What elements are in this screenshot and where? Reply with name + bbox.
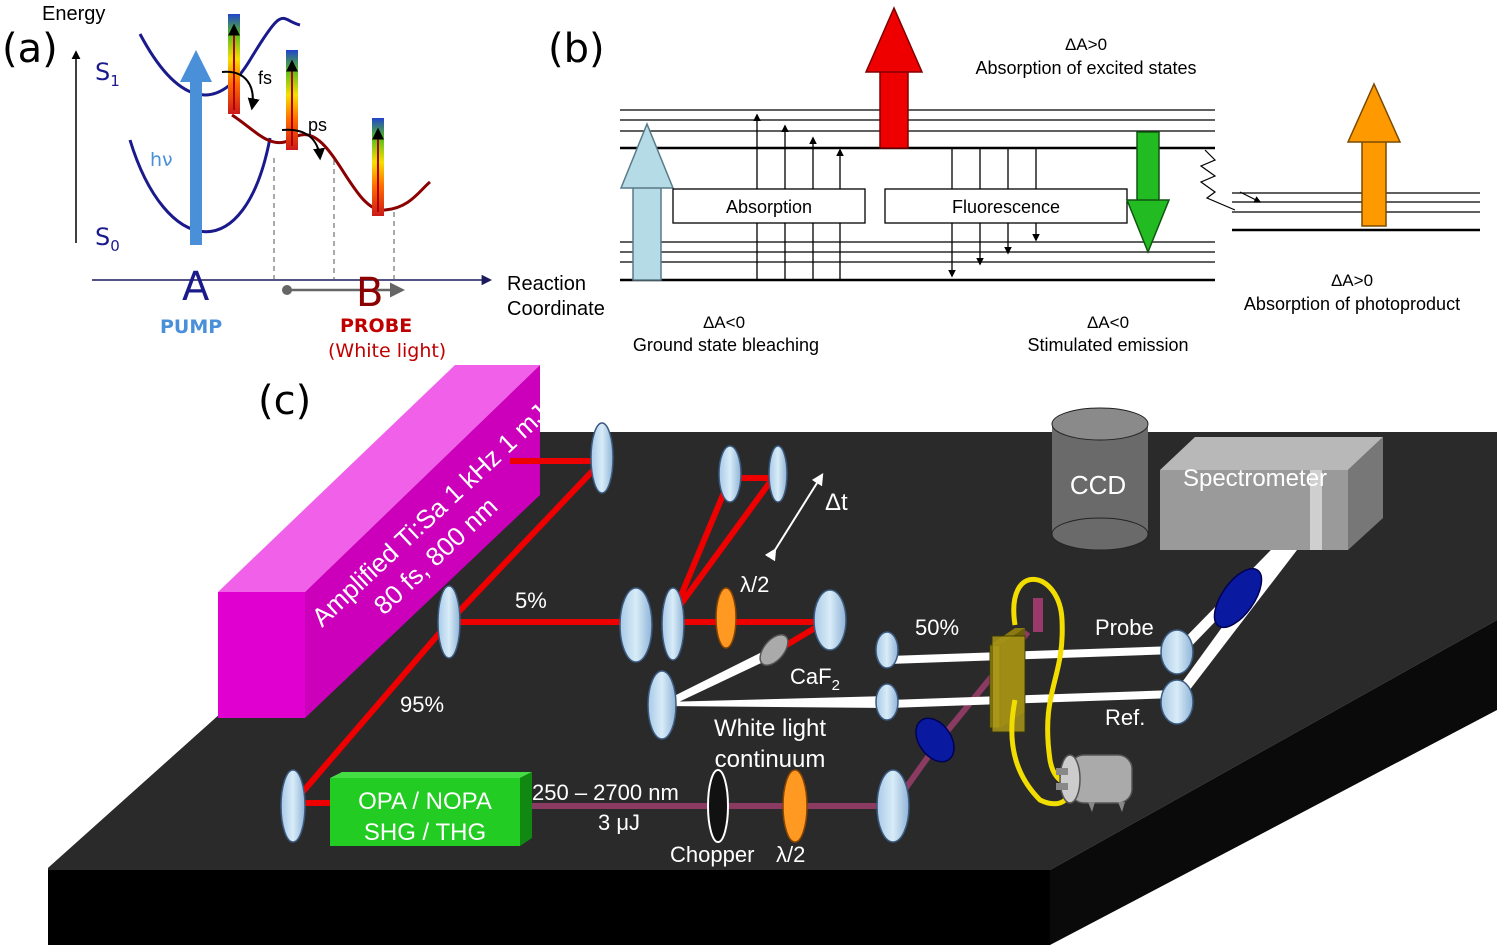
bleaching-arrow — [632, 185, 662, 281]
photoproduct-arrow — [1361, 139, 1387, 227]
gsb-text-label: Ground state bleaching — [633, 335, 819, 355]
s1-label: S1 — [95, 58, 120, 90]
focusing-lens-2 — [1213, 567, 1263, 629]
white-light-label-1: White light — [714, 715, 826, 742]
panel-b: (b) — [548, 6, 1480, 355]
pump-arrow — [190, 80, 202, 245]
optical-table-side — [1050, 620, 1497, 945]
half-wave-1-label: λ/2 — [740, 572, 769, 597]
chopper — [707, 769, 729, 843]
mirror-1 — [590, 422, 614, 494]
mirror-12 — [876, 769, 910, 843]
pump-beams-red — [297, 458, 827, 806]
fluorescence-box-label: Fluorescence — [952, 197, 1060, 217]
fluorescence-box — [884, 188, 1128, 224]
product-curve — [231, 113, 431, 212]
delay-arrow — [764, 472, 824, 562]
focusing-lens-1 — [915, 717, 955, 763]
excited-da-label: ΔA>0 — [1065, 35, 1107, 54]
laser-box-front — [218, 592, 305, 718]
panel-a: (a) Energy fs ps S1 S0 hν A B Rea — [2, 3, 605, 362]
excited-levels — [620, 109, 1215, 150]
opa-label-2: SHG / THG — [364, 819, 486, 846]
mirror-9 — [875, 631, 899, 669]
sample-cell — [991, 635, 1026, 733]
reaction-coordinate-label-1: Reaction — [507, 273, 586, 295]
white-light-label-2: continuum — [715, 746, 826, 773]
spectrometer-label: Spectrometer — [1183, 465, 1327, 492]
mirror-11 — [280, 769, 306, 843]
ground-levels — [620, 241, 1215, 282]
gsb-da-label: ΔA<0 — [703, 313, 745, 332]
mirrors — [280, 422, 1194, 843]
hv-label: hν — [150, 149, 173, 171]
fs-label: fs — [258, 68, 272, 88]
ps-arrow — [281, 128, 326, 161]
energy-axis-label: Energy — [42, 3, 105, 25]
caf2-label: CaF2 — [790, 664, 840, 694]
laser-box-top — [218, 365, 540, 592]
mirror-6 — [661, 587, 685, 661]
opa-label-1: OPA / NOPA — [358, 788, 492, 815]
excited-text-label: Absorption of excited states — [975, 58, 1196, 78]
probe-label: PROBE — [340, 315, 412, 337]
reaction-coordinate-label-2: Coordinate — [507, 298, 605, 320]
mirror-3 — [768, 445, 788, 503]
mirror-4 — [437, 585, 461, 659]
fs-arrow — [221, 70, 260, 111]
panel-c-label: (c) — [258, 378, 311, 424]
laser-box-side — [305, 365, 540, 718]
mirror-7 — [813, 589, 847, 651]
half-wave-2-label: λ/2 — [776, 842, 805, 867]
panel-c: (c) Amplified Ti:Sa 1 kHz 1 mJ 80 fs, 80… — [48, 365, 1497, 945]
mirror-5 — [619, 587, 653, 663]
half-wave-plate-2 — [782, 769, 808, 843]
ccd-camera — [1052, 424, 1148, 534]
panel-a-label: (a) — [2, 26, 58, 72]
mirror-ref — [1160, 679, 1194, 725]
photoproduct-levels — [1232, 192, 1480, 232]
pump-arrow-head — [180, 50, 212, 82]
ccd-label: CCD — [1070, 470, 1126, 500]
caf2-crystal — [759, 634, 789, 666]
se-text-label: Stimulated emission — [1027, 335, 1188, 355]
photo-da-label: ΔA>0 — [1331, 271, 1373, 290]
split-50-label: 50% — [915, 615, 959, 640]
s0-curve — [128, 137, 272, 234]
point-b-label: B — [356, 270, 383, 316]
mirror-2 — [718, 445, 742, 503]
probe-sublabel: (White light) — [328, 340, 446, 362]
split-95-label: 95% — [400, 692, 444, 717]
absorption-box-label: Absorption — [726, 197, 812, 217]
s1-curve — [138, 16, 301, 97]
opa-box — [330, 778, 520, 846]
point-a-label: A — [182, 264, 210, 310]
delta-t-label: Δt — [825, 489, 848, 516]
chopper-label: Chopper — [670, 842, 754, 867]
half-wave-plate-1 — [715, 587, 737, 649]
excited-absorption-arrow — [879, 69, 909, 149]
pulse-energy-label: 3 μJ — [598, 810, 640, 835]
panel-b-label: (b) — [548, 26, 605, 72]
se-da-label: ΔA<0 — [1087, 313, 1129, 332]
mirror-8 — [647, 670, 677, 740]
ref-beam-label: Ref. — [1105, 705, 1145, 730]
photo-text-label: Absorption of photoproduct — [1244, 294, 1460, 314]
sample-holder — [1033, 598, 1043, 632]
wavelength-range-label: 250 – 2700 nm — [532, 780, 679, 805]
optical-table-front — [48, 870, 1050, 945]
s0-label: S0 — [95, 223, 120, 255]
pump-label: PUMP — [160, 316, 222, 338]
stimulated-emission-arrow — [1136, 131, 1160, 203]
ps-label: ps — [308, 115, 327, 135]
split-5-label: 5% — [515, 588, 547, 613]
nonradiative-wiggle — [1199, 149, 1236, 211]
mirror-probe — [1160, 629, 1194, 675]
absorption-box — [672, 188, 866, 224]
probe-beam-label: Probe — [1095, 615, 1154, 640]
mirror-10 — [875, 683, 899, 721]
